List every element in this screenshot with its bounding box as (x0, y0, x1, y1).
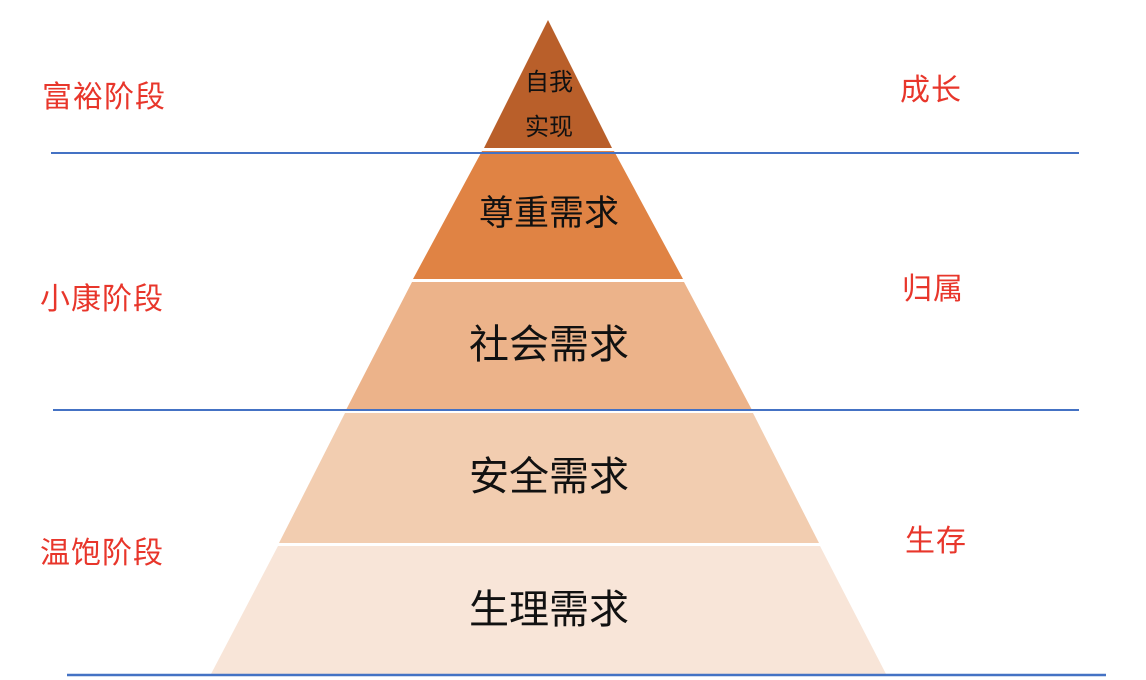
pyramid-layer-physiological (211, 546, 886, 674)
left-label-wealthy-stage: 富裕阶段 (42, 80, 166, 115)
pyramid-layer-safety (279, 413, 819, 543)
right-label-belonging: 归属 (902, 272, 964, 307)
pyramid-layer-social (346, 282, 752, 410)
layer-label-physiological: 生理需求 (469, 587, 629, 633)
right-label-growth: 成长 (900, 73, 962, 108)
right-label-survival: 生存 (905, 524, 967, 559)
layer-label-esteem: 尊重需求 (479, 194, 619, 234)
pyramid-layer-esteem (413, 151, 683, 279)
pyramid-layer-self-actualization (484, 20, 612, 148)
left-label-moderately-prosperous-stage: 小康阶段 (40, 282, 164, 317)
layer-label-self-actualization-line1: 自我 (525, 68, 573, 96)
layer-label-social: 社会需求 (469, 322, 629, 368)
layer-label-safety: 安全需求 (469, 454, 629, 500)
left-label-subsistence-stage: 温饱阶段 (40, 536, 164, 571)
layer-label-self-actualization-line2: 实现 (525, 113, 573, 141)
